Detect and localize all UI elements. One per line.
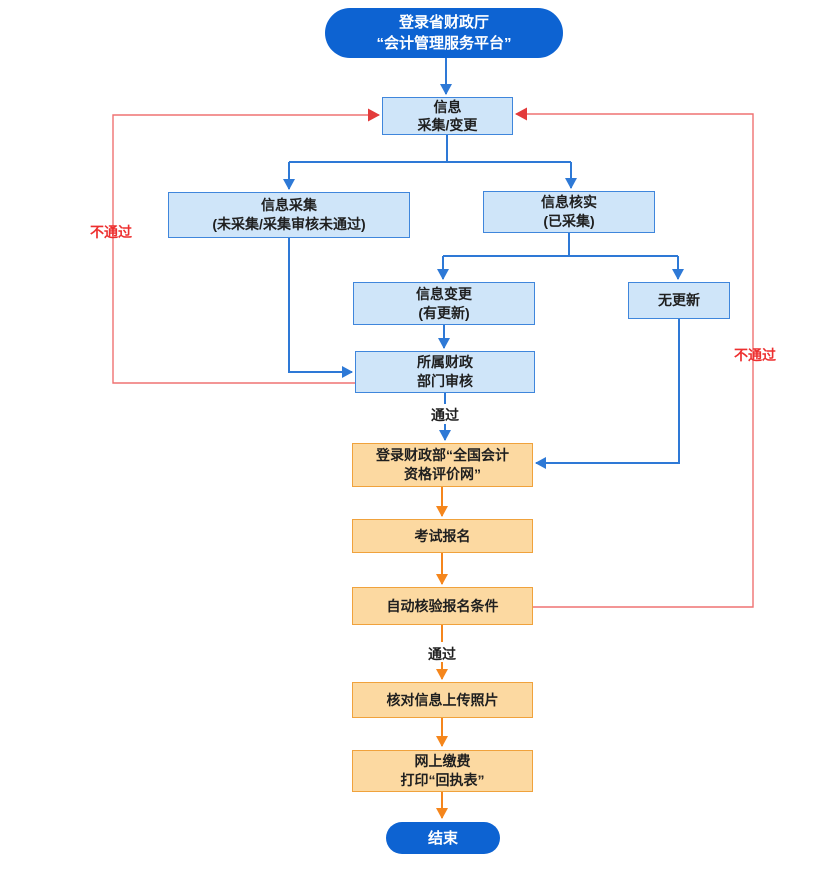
node-info-collect-change: 信息 采集/变更	[382, 97, 513, 135]
node-info-verify: 信息核实 (已采集)	[483, 191, 655, 233]
node-end-terminal: 结束	[386, 822, 500, 854]
node-end-line1: 结束	[427, 829, 458, 847]
node-verify-line2: (已采集)	[543, 213, 595, 229]
node-start-line1: 登录省财政厅	[398, 14, 489, 31]
node-review-line1: 所属财政	[417, 354, 473, 370]
edge-label-fail-right: 不通过	[734, 347, 776, 363]
node-collect-line2: (未采集/采集审核未通过)	[212, 216, 366, 232]
node-start-terminal: 登录省财政厅 “会计管理服务平台”	[325, 8, 563, 58]
node-auto-check: 自动核验报名条件	[352, 587, 533, 625]
edge-label-fail-left: 不通过	[90, 224, 132, 240]
node-photo-line1: 核对信息上传照片	[386, 691, 499, 708]
node-exam-register: 考试报名	[352, 519, 533, 553]
node-mof-line1: 登录财政部“全国会计	[376, 447, 509, 463]
node-noupd-line1: 无更新	[658, 292, 700, 308]
node-no-update: 无更新	[628, 282, 730, 319]
node-collect-line1: 信息采集	[261, 197, 317, 213]
node-auto-line1: 自动核验报名条件	[386, 597, 499, 614]
edge-label-pass-1: 通过	[431, 407, 459, 423]
node-verify-upload-photo: 核对信息上传照片	[352, 682, 533, 718]
node-login-mof: 登录财政部“全国会计 资格评价网”	[352, 443, 533, 487]
node-review-line2: 部门审核	[417, 373, 473, 389]
node-update-line1: 信息变更	[416, 285, 472, 302]
node-pay-line1: 网上缴费	[414, 753, 471, 769]
node-info-update: 信息变更 (有更新)	[353, 282, 535, 325]
node-exam-line1: 考试报名	[414, 527, 471, 544]
node-pay-print: 网上缴费 打印“回执表”	[352, 750, 533, 792]
node-update-line2: (有更新)	[418, 304, 470, 321]
node-finance-review: 所属财政 部门审核	[355, 351, 535, 393]
node-info-line1: 信息	[433, 99, 462, 115]
node-info-collect: 信息采集 (未采集/采集审核未通过)	[168, 192, 410, 238]
node-info-line2: 采集/变更	[417, 117, 478, 133]
edge-label-pass-2: 通过	[428, 646, 456, 662]
node-pay-line2: 打印“回执表”	[400, 772, 485, 788]
node-mof-line2: 资格评价网”	[404, 466, 481, 482]
node-start-line2: “会计管理服务平台”	[376, 35, 512, 52]
node-verify-line1: 信息核实	[541, 194, 597, 210]
